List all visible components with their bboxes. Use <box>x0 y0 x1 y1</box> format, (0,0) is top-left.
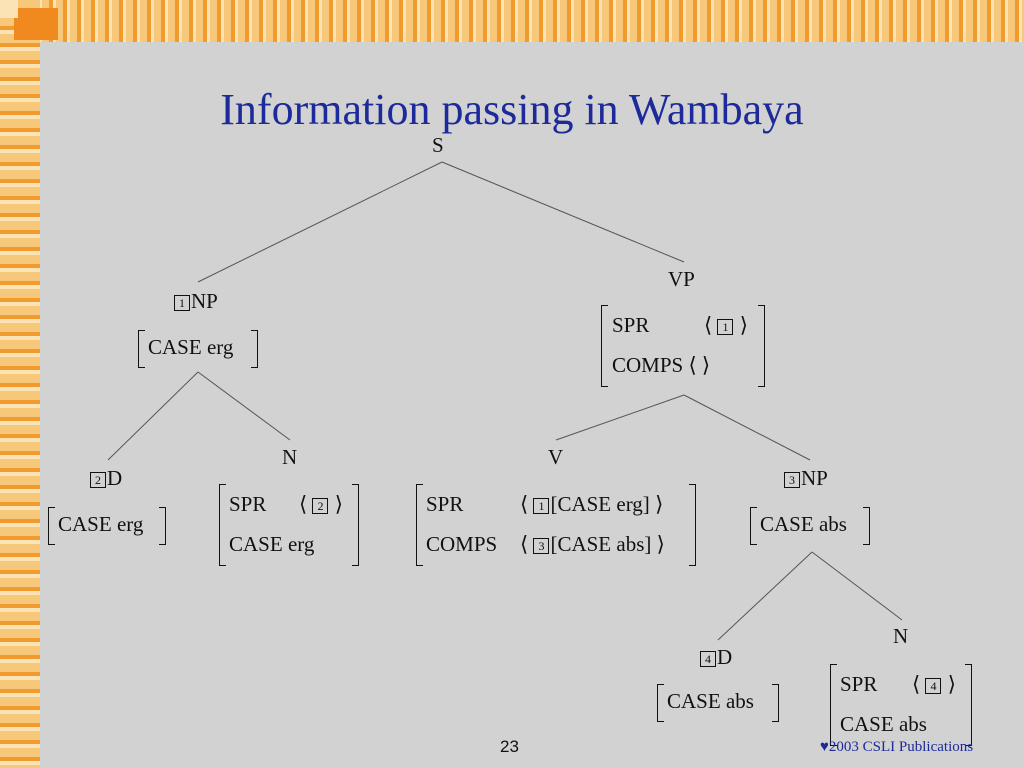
branch-np-d <box>107 371 199 461</box>
feature-value: [CASE abs] <box>550 532 652 556</box>
decorative-border-left <box>0 0 40 768</box>
avm-np-subject: CASE erg <box>138 330 258 368</box>
node-n-subject: N <box>282 445 298 469</box>
branch-s-vp <box>441 161 685 263</box>
branch-np-d2 <box>717 551 813 641</box>
avm-n-subject: SPR ⟨ 2 ⟩ CASE erg <box>219 484 359 566</box>
branch-s-np <box>197 161 443 283</box>
node-label: D <box>717 645 733 669</box>
tag-box: 1 <box>174 295 190 311</box>
page-number: 23 <box>500 737 519 756</box>
feature-attr: SPR <box>229 492 267 516</box>
decorative-border-top <box>0 0 1024 42</box>
heart-icon: ♥ <box>820 739 829 755</box>
decorative-corner-square <box>0 0 18 18</box>
tag-box: 2 <box>90 472 106 488</box>
tag-box: 3 <box>784 472 800 488</box>
feature-attr: CASE <box>760 512 814 536</box>
copyright-notice: ♥2003 CSLI Publications <box>820 739 973 756</box>
slide-title: Information passing in Wambaya <box>220 85 804 134</box>
branch-np-n <box>197 371 291 441</box>
avm-d-object: CASE abs <box>657 684 779 722</box>
feature-attr: CASE <box>58 512 112 536</box>
feature-attr: SPR <box>426 492 464 516</box>
feature-value: erg <box>116 512 144 536</box>
feature-value: [CASE erg] <box>550 492 650 516</box>
avm-d-subject: CASE erg <box>48 507 166 545</box>
node-label: NP <box>191 289 218 313</box>
feature-value: abs <box>725 689 754 713</box>
avm-vp: SPR ⟨ 1 ⟩ COMPS ⟨ ⟩ <box>601 305 765 387</box>
feature-attr: COMPS <box>612 353 684 377</box>
feature-attr: CASE <box>667 689 721 713</box>
avm-np-object: CASE abs <box>750 507 870 545</box>
feature-value: abs <box>818 512 847 536</box>
tag-box: 3 <box>533 538 550 554</box>
tag-box: 2 <box>312 498 329 514</box>
copyright-text: 2003 CSLI Publications <box>828 739 974 755</box>
branch-np-n2 <box>811 551 903 621</box>
decorative-corner-block <box>14 8 58 40</box>
feature-attr: SPR <box>612 313 650 337</box>
tag-box: 4 <box>700 651 716 667</box>
feature-value: erg <box>206 335 234 359</box>
feature-attr: CASE <box>229 532 283 556</box>
feature-attr: SPR <box>840 672 878 696</box>
branch-vp-v <box>555 394 685 441</box>
branch-vp-np <box>683 394 811 461</box>
node-v: V <box>548 445 564 469</box>
node-vp: VP <box>668 267 695 291</box>
feature-value: abs <box>898 712 927 736</box>
feature-attr: CASE <box>840 712 894 736</box>
avm-n-object: SPR ⟨ 4 ⟩ CASE abs <box>830 664 972 746</box>
node-n-object: N <box>893 624 909 648</box>
node-label: NP <box>801 466 828 490</box>
avm-v: SPR ⟨ 1[CASE erg] ⟩ COMPS ⟨ 3[CASE abs] … <box>416 484 696 566</box>
feature-attr: COMPS <box>426 532 498 556</box>
node-label: D <box>107 466 123 490</box>
tag-box: 4 <box>925 678 942 694</box>
feature-value: erg <box>287 532 315 556</box>
tag-box: 1 <box>533 498 550 514</box>
tag-box: 1 <box>717 319 734 335</box>
node-s: S <box>432 133 444 157</box>
feature-attr: CASE <box>148 335 202 359</box>
